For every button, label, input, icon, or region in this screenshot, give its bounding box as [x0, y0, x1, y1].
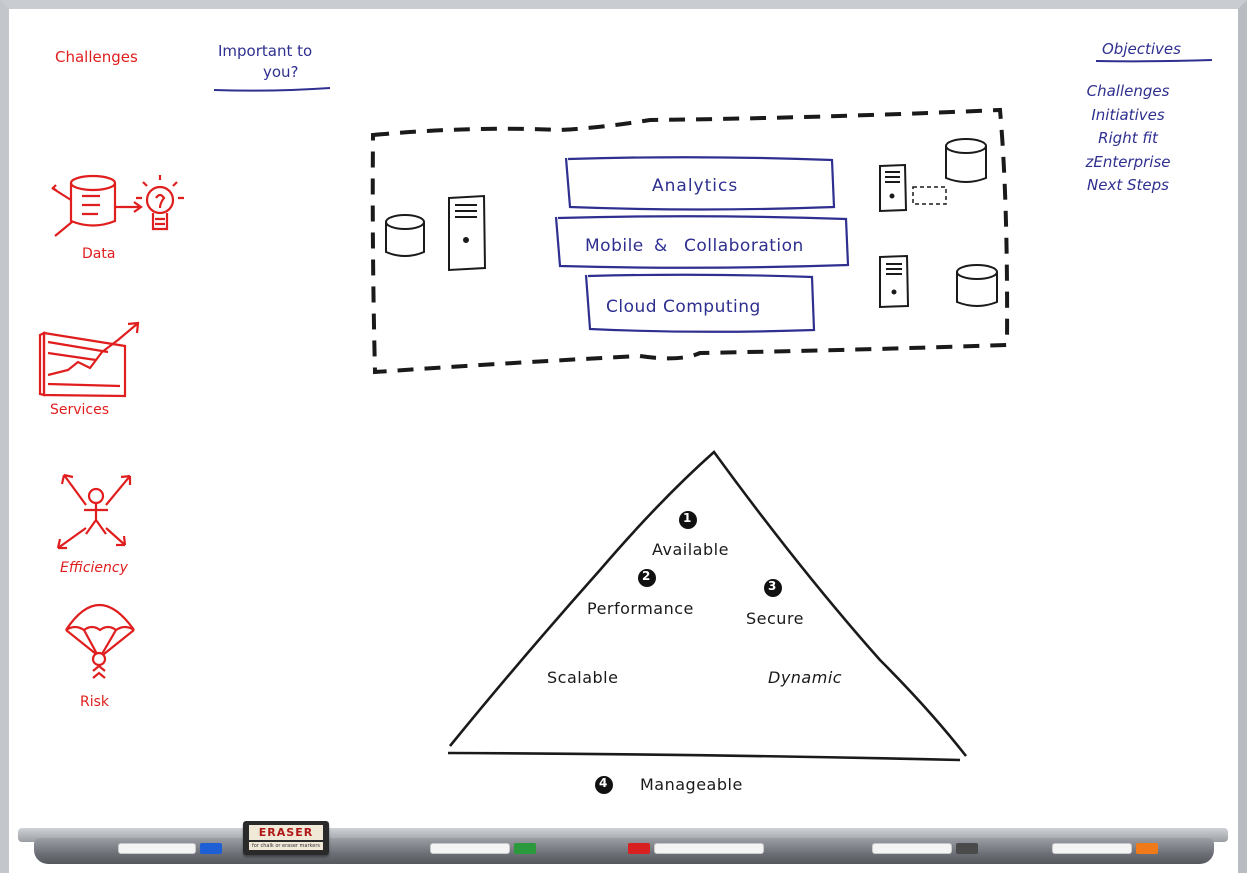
objectives-heading: Objectives — [1102, 40, 1181, 58]
database-icon — [956, 264, 998, 307]
eraser[interactable]: ERASER for chalk or eraser markers — [243, 821, 329, 855]
badge-2-number: 2 — [642, 569, 651, 583]
network-link-icon — [912, 186, 947, 205]
marker-cap — [628, 843, 650, 854]
objectives-list: Challenges Initiatives Right fit zEnterp… — [1062, 80, 1194, 198]
challenge-label-data: Data — [82, 246, 116, 262]
database-icon — [945, 138, 987, 183]
initiative-ampersand: & — [654, 236, 668, 256]
objective-item[interactable]: Right fit — [1098, 129, 1158, 147]
stretched-person-icon — [56, 473, 132, 550]
question-line-1: Important to — [218, 42, 313, 60]
marker-tray — [34, 838, 1214, 864]
challenge-label-risk: Risk — [80, 694, 110, 710]
badge-1 — [679, 511, 697, 529]
pyramid-available: Available — [652, 540, 729, 559]
badge-2 — [638, 569, 656, 587]
badge-4-number: 4 — [599, 776, 608, 790]
mobile-collaboration-box — [554, 215, 850, 269]
objectives-underline — [1095, 59, 1213, 63]
server-icon — [879, 254, 910, 309]
marker-cap — [514, 843, 536, 854]
objective-item[interactable]: Challenges — [1086, 82, 1170, 100]
objective-item[interactable]: Initiatives — [1091, 105, 1165, 124]
pyramid — [447, 450, 968, 762]
challenge-label-efficiency: Efficiency — [60, 560, 128, 576]
marker-cap — [956, 843, 978, 854]
pyramid-performance: Performance — [587, 599, 694, 618]
question-line-2: you? — [263, 63, 299, 81]
parachute-icon — [65, 604, 135, 679]
initiative-analytics: Analytics — [652, 176, 739, 196]
analytics-box — [564, 156, 836, 211]
challenges-heading: Challenges — [55, 48, 138, 66]
cloud-computing-box — [584, 273, 816, 333]
question-underline — [213, 87, 331, 92]
database-icon — [385, 214, 425, 257]
objective-item[interactable]: Next Steps — [1087, 176, 1169, 194]
pyramid-manageable: Manageable — [640, 775, 743, 794]
initiative-mobile: Mobile — [585, 236, 644, 256]
eraser-label: ERASER — [249, 825, 323, 840]
badge-3-number: 3 — [768, 579, 777, 593]
marker-cap — [200, 843, 222, 854]
marker-cap — [1136, 843, 1158, 854]
server-icon — [448, 194, 487, 272]
growth-chart-icon — [38, 321, 140, 398]
badge-3 — [764, 579, 782, 597]
pyramid-scalable: Scalable — [547, 668, 619, 687]
initiative-cloud-computing: Cloud Computing — [606, 297, 761, 317]
initiatives-boundary — [370, 107, 1010, 375]
challenge-label-services: Services — [50, 402, 110, 418]
initiative-collaboration: Collaboration — [684, 236, 804, 256]
badge-4 — [595, 776, 613, 794]
objective-item[interactable]: zEnterprise — [1085, 152, 1171, 171]
eraser-sublabel: for chalk or eraser markers — [249, 842, 323, 850]
number-badges — [595, 511, 782, 794]
data-insight-icon — [51, 174, 184, 237]
pyramid-dynamic: Dynamic — [768, 668, 843, 687]
server-icon — [879, 163, 908, 213]
pyramid-secure: Secure — [746, 609, 805, 628]
badge-1-number: 1 — [683, 511, 692, 525]
